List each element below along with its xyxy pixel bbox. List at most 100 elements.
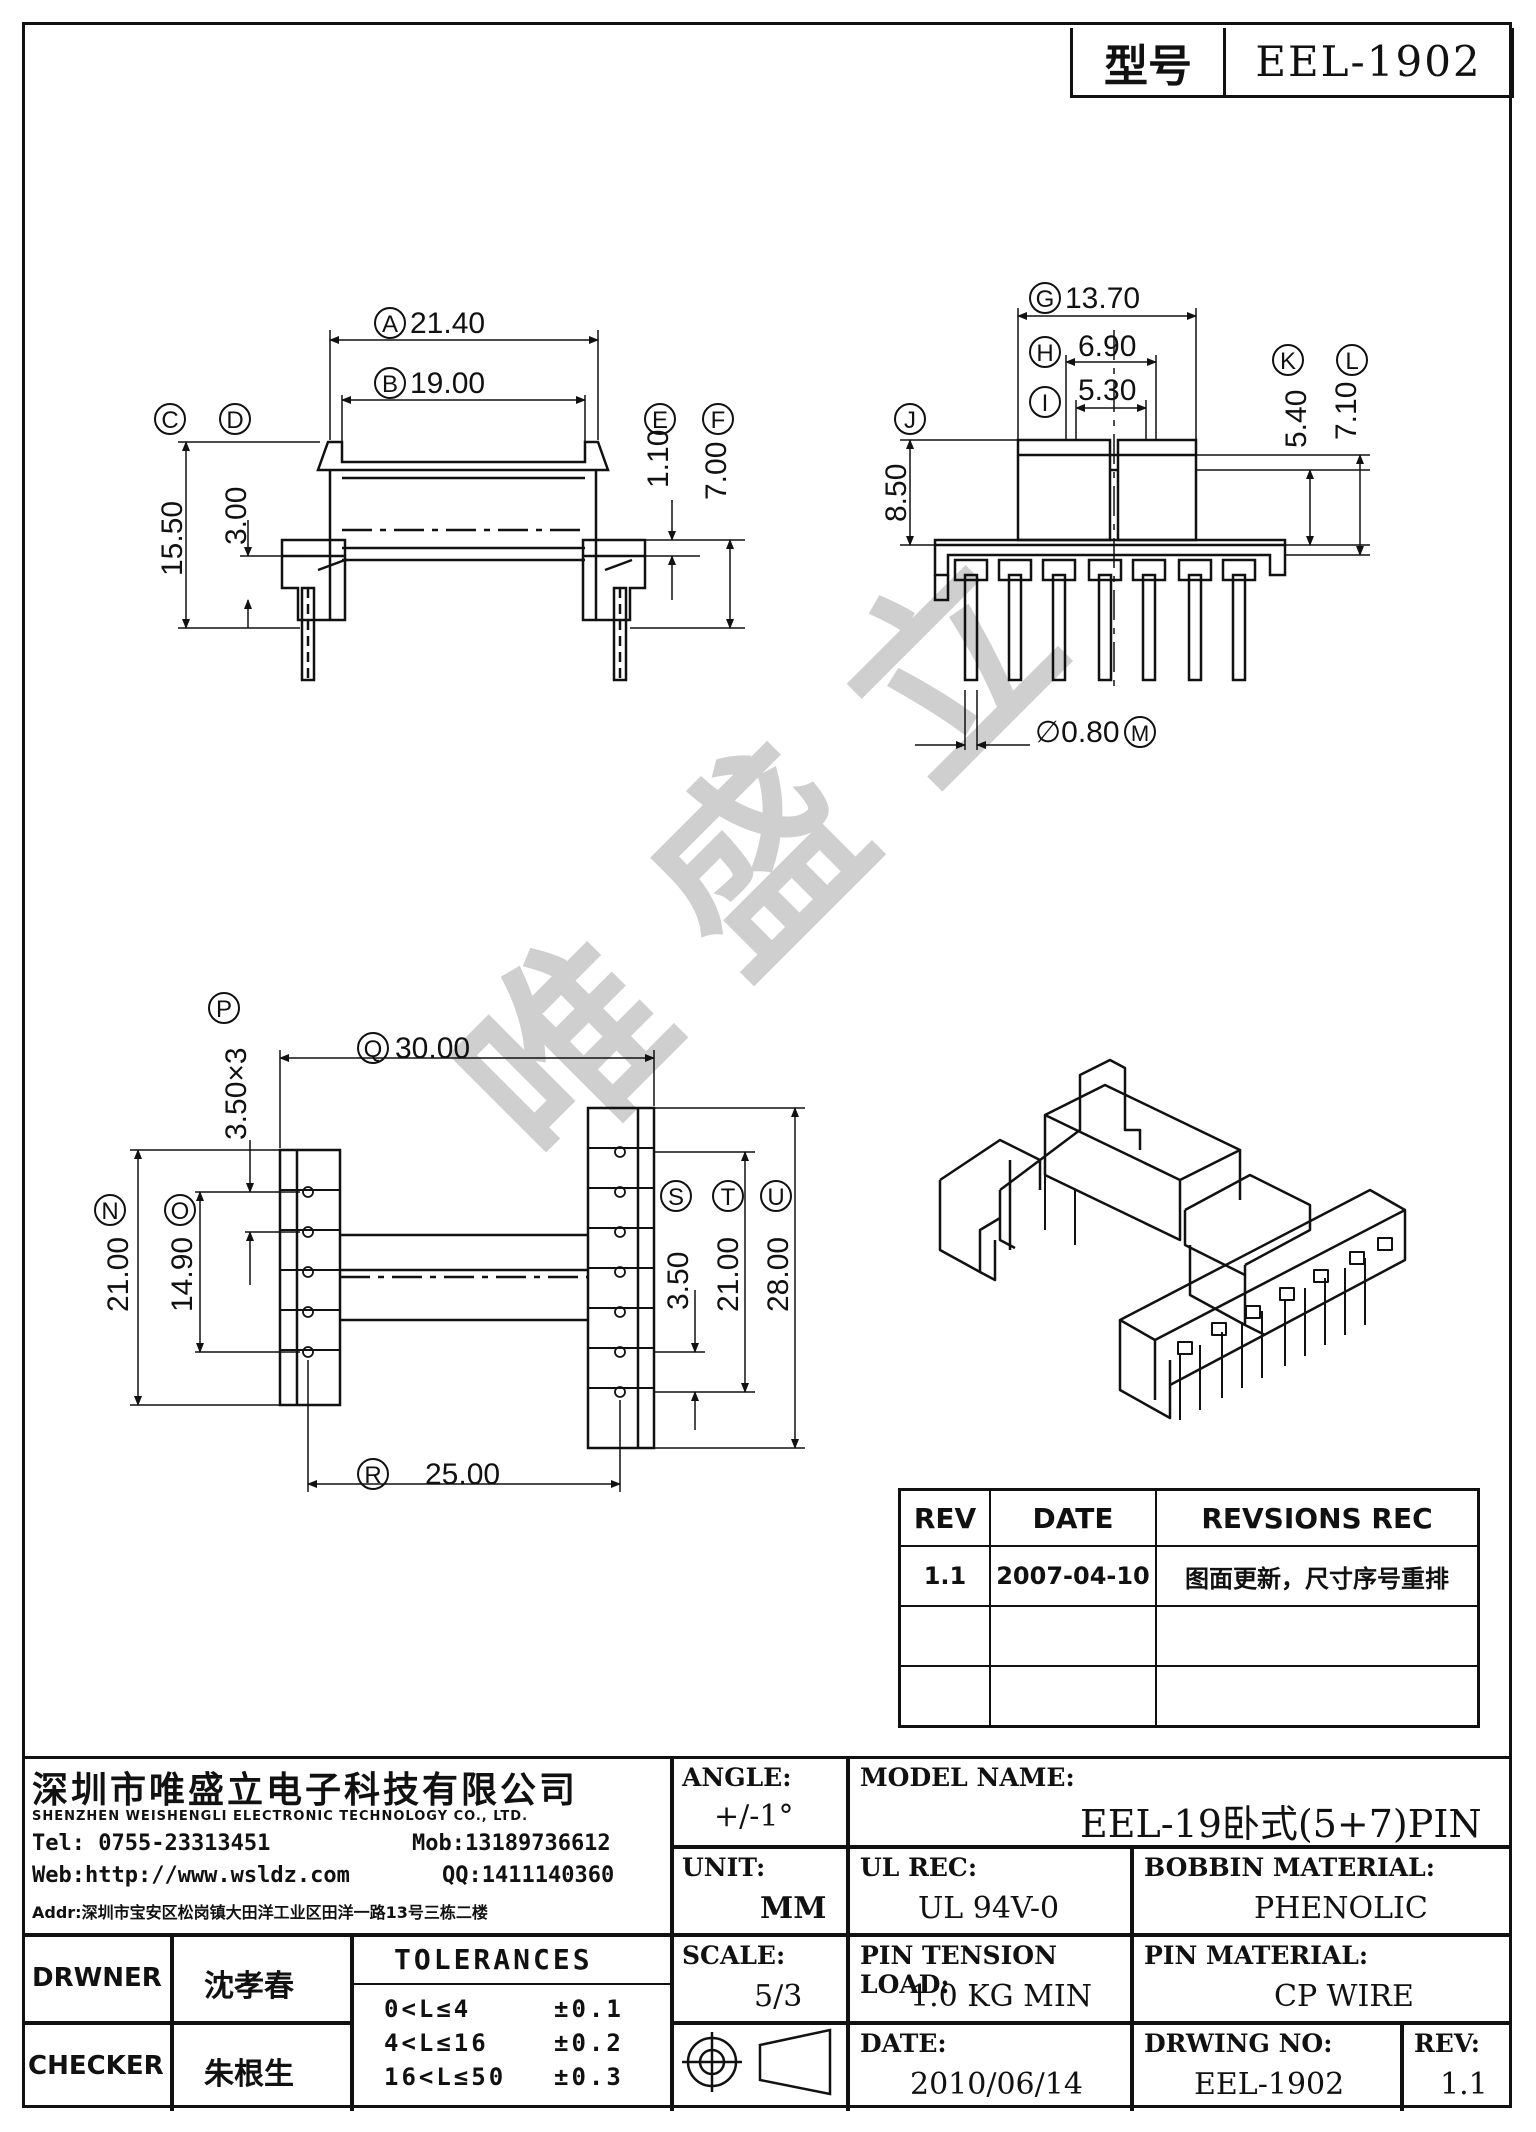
company-web: Web:http://www.wsldz.com [32,1863,350,1888]
drawer-name-cell: 沈孝春 [172,1935,352,2023]
label-E: E [652,407,668,434]
dim-J: 8.50 [880,464,913,522]
date-value: 2010/06/14 [910,2067,1083,2102]
drawer-name: 沈孝春 [204,1969,294,2004]
checker-name-cell: 朱根生 [172,2023,352,2111]
tolerance-value: ±0.3 [554,2063,624,2091]
dim-U: 28.00 [762,1237,795,1312]
dim-R: 25.00 [425,1458,500,1491]
angle-cell: ANGLE: +/-1° [672,1759,848,1847]
model-name-value: EEL-19卧式(5+7)PIN [1080,1802,1482,1846]
pin-material-cell: PIN MATERIAL: CP WIRE [1132,1935,1512,2023]
dim-F: 7.00 [700,442,733,500]
dim-T: 21.00 [712,1237,745,1312]
rev-cell [898,1665,991,1728]
dim-Q: 30.00 [395,1032,470,1065]
drawer-label: DRWNER [32,1963,162,1993]
checker-label: CHECKER [28,2051,164,2081]
company-cn: 深圳市唯盛立电子科技有限公司 [32,1770,579,1811]
rev-row: 1.1 2007-04-10 图面更新，尺寸序号重排 [898,1545,1480,1607]
bottom-view-labels: P 3.50×3 Q 30.00 N 21.00 O 14.90 S 3.50 … [94,992,795,1491]
title-block: 深圳市唯盛立电子科技有限公司 SHENZHEN WEISHENGLI ELECT… [22,1756,1512,2111]
pin-tension-cell: PIN TENSION LOAD: 1.0 KG MIN [848,1935,1132,2023]
rev-cell [989,1665,1157,1728]
dim-I: 5.30 [1078,374,1136,407]
watermark: 唯 盛 立 [417,517,1104,1204]
dim-C: 15.50 [156,501,189,576]
checker-name: 朱根生 [204,2057,294,2092]
dim-K: 5.40 [1280,390,1313,448]
label-L: L [1345,348,1358,375]
dim-N: 21.00 [102,1237,135,1312]
rev-cell: 2007-04-10 [989,1545,1157,1607]
dim-B: 19.00 [410,367,485,400]
bobbin-cell: BOBBIN MATERIAL: PHENOLIC [1132,1847,1512,1935]
dim-P: 3.50×3 [220,1047,253,1140]
rev-cell [1155,1665,1480,1728]
tolerance-range: 4<L≤16 [384,2029,489,2057]
front-view [178,330,745,682]
bobbin-label: BOBBIN MATERIAL: [1144,1853,1435,1882]
company-addr: Addr:深圳市宝安区松岗镇大田洋工业区田洋一路13号三栋二楼 [32,1903,488,1922]
label-P: P [216,996,232,1023]
drawing-no-value: EEL-1902 [1194,2067,1345,2102]
model-label: 型号 [1073,28,1226,95]
scale-value: 5/3 [754,1979,803,2014]
scale-cell: SCALE: 5/3 [672,1935,848,2023]
pin-material-value: CP WIRE [1274,1979,1414,2014]
unit-label: UNIT: [682,1853,766,1882]
drawing-no-cell: DRWING NO: EEL-1902 [1132,2023,1402,2111]
rev-cell [898,1605,991,1667]
company-qq: QQ:1411140360 [442,1863,615,1888]
angle-value: +/-1° [714,1799,794,1834]
tolerances-title: TOLERANCES [394,1943,593,1976]
rev-header-rev: REV [898,1488,991,1547]
checker-label-cell: CHECKER [22,2023,172,2111]
label-N: N [101,1198,118,1225]
pin-material-label: PIN MATERIAL: [1144,1941,1369,1970]
label-J: J [904,407,916,434]
unit-cell: UNIT: MM [672,1847,848,1935]
label-F: F [711,407,726,434]
rev-cell: 1.1 [898,1545,991,1607]
isometric-view [938,1058,1407,1420]
tolerance-range: 16<L≤50 [384,2063,507,2091]
dim-G: 13.70 [1065,282,1140,315]
angle-label: ANGLE: [682,1763,792,1792]
svg-text:唯 盛 立: 唯 盛 立 [417,517,1104,1204]
company-tel: Tel: 0755-23313451 [32,1831,271,1856]
revision-table: REV DATE REVSIONS REC 1.1 2007-04-10 图面更… [898,1488,1480,1728]
dim-O: 14.90 [166,1237,199,1312]
label-U: U [767,1184,784,1211]
unit-value: MM [760,1891,827,1926]
date-cell: DATE: 2010/06/14 [848,2023,1132,2111]
side-view-labels: G 13.70 H 6.90 I 5.30 J 8.50 K 5.40 L 7.… [880,282,1368,749]
label-Q: Q [364,1036,383,1063]
label-K: K [1280,348,1296,375]
label-D: D [226,407,243,434]
label-O: O [171,1198,190,1225]
ul-value: UL 94V-0 [918,1891,1060,1926]
label-S: S [668,1184,684,1211]
tolerances-cell: TOLERANCES 0<L≤4 ±0.1 4<L≤16 ±0.2 16<L≤5… [352,1935,672,2111]
model-name-label: MODEL NAME: [860,1763,1075,1792]
rev-header-date: DATE [989,1488,1157,1547]
projection-cell [672,2023,848,2111]
rev-value: 1.1 [1440,2067,1488,2102]
dim-H: 6.90 [1078,330,1136,363]
projection-symbol [682,2028,832,2096]
label-H: H [1036,340,1053,367]
label-I: I [1042,390,1049,417]
ul-cell: UL REC: UL 94V-0 [848,1847,1132,1935]
dim-L: 7.10 [1330,382,1363,440]
pin-tension-value: 1.0 KG MIN [910,1979,1092,2014]
company-cell: 深圳市唯盛立电子科技有限公司 SHENZHEN WEISHENGLI ELECT… [22,1759,672,1935]
date-label: DATE: [860,2029,947,2058]
front-view-labels: A 21.40 B 19.00 C D E F 15.50 3.00 1.10 … [154,307,734,576]
rev-cell [1155,1605,1480,1667]
drawing-frame [22,22,1512,2108]
ul-label: UL REC: [860,1853,978,1882]
model-box: 型号 EEL-1902 [1070,28,1514,98]
rev-cell [989,1605,1157,1667]
